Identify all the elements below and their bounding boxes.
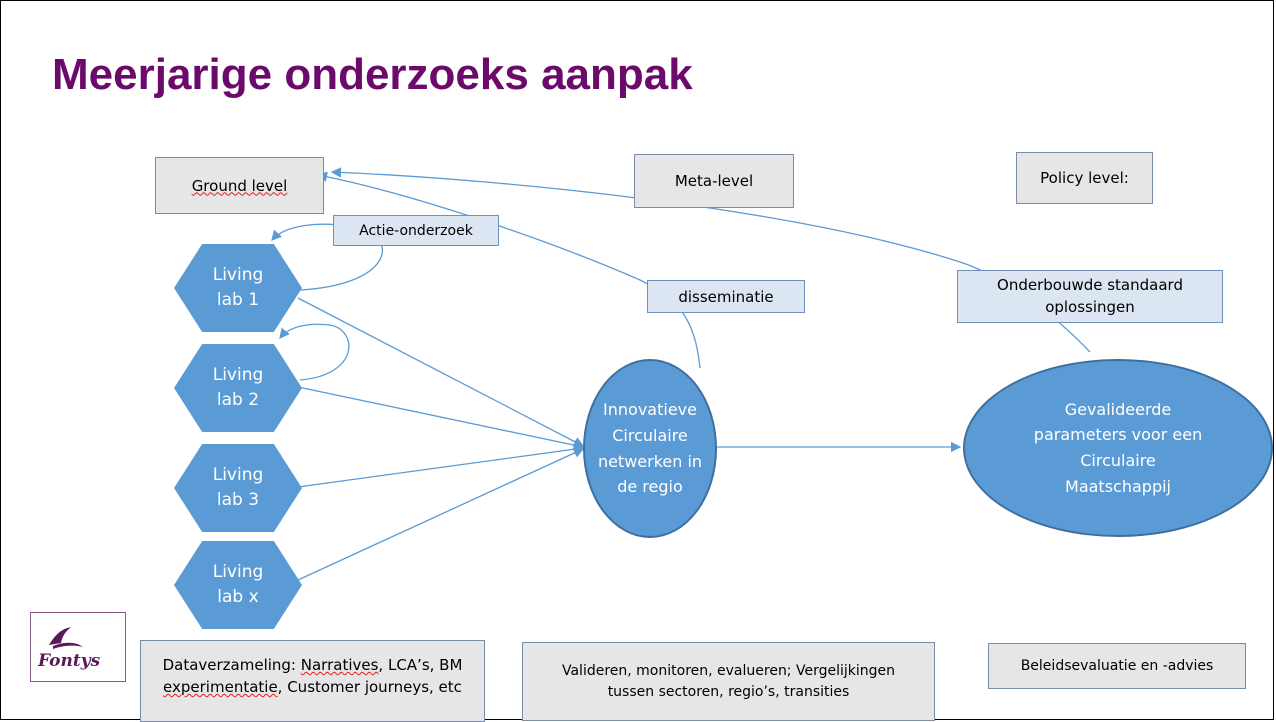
living-lab-2-line1: Living <box>212 364 264 385</box>
actie-onderzoek-label: Actie-onderzoek <box>359 222 473 239</box>
beleidsevaluatie-box: Beleidsevaluatie en -advies <box>988 643 1246 689</box>
onderbouwde-line1: Onderbouwde standaard <box>997 275 1183 294</box>
valideren-line2: tussen sectoren, regio’s, transities <box>607 683 850 700</box>
onderbouwde-line2: oplossingen <box>1045 297 1135 316</box>
disseminatie-box: disseminatie <box>647 280 805 313</box>
meta-level-box: Meta-level <box>634 154 794 208</box>
innovatieve-netwerken-ellipse: Innovatieve Circulaire netwerken in de r… <box>583 359 717 538</box>
narratives-text: Narratives <box>300 656 379 674</box>
innovatieve-line4: de regio <box>617 477 683 497</box>
lab3-to-network-arrow <box>297 444 585 488</box>
dataverzameling-box: Dataverzameling: Narratives, LCA’s, BM e… <box>140 640 485 722</box>
living-lab-x-line2: lab x <box>217 587 259 607</box>
living-lab-1-line2: lab 1 <box>216 290 260 310</box>
fontys-logo: Fontys <box>30 612 126 682</box>
experimentatie-text: experimentatie <box>163 677 278 696</box>
valideren-box: Valideren, monitoren, evalueren; Vergeli… <box>522 642 935 721</box>
dataverzameling-line1: Dataverzameling: Narratives, LCA’s, BM <box>162 656 463 674</box>
gevalideerde-parameters-ellipse: Gevalideerde parameters voor een Circula… <box>963 359 1273 537</box>
living-lab-x-line1: Living <box>212 561 264 582</box>
policy-level-label: Policy level: <box>1040 169 1129 187</box>
policy-level-box: Policy level: <box>1016 152 1153 204</box>
dissemination-curve-arrow <box>316 171 701 369</box>
onderbouwde-box: Onderbouwde standaard oplossingen <box>957 270 1223 323</box>
ground-level-box: Ground level <box>155 157 324 214</box>
lab2-self-loop-arrow <box>279 323 350 381</box>
fontys-swoosh-icon <box>49 627 83 649</box>
innovatieve-line3: netwerken in <box>597 451 703 471</box>
gevalideerde-line2: parameters voor een <box>1033 425 1203 445</box>
living-lab-3-line2: lab 3 <box>216 490 260 510</box>
innovatieve-line2: Circulaire <box>612 425 688 445</box>
disseminatie-label: disseminatie <box>678 287 774 306</box>
living-lab-2-line2: lab 2 <box>216 390 260 410</box>
living-lab-1: Living lab 1 <box>174 244 302 332</box>
living-lab-3-line1: Living <box>212 464 264 485</box>
lab1-to-network-arrow <box>297 297 585 447</box>
living-lab-1-line1: Living <box>212 264 264 285</box>
beleidsevaluatie-label: Beleidsevaluatie en -advies <box>1020 658 1214 674</box>
living-lab-x: Living lab x <box>174 541 302 629</box>
valideren-line1: Valideren, monitoren, evalueren; Vergeli… <box>561 662 896 679</box>
gevalideerde-line4: Maatschappij <box>1065 476 1171 496</box>
gevalideerde-line1: Gevalideerde <box>1064 399 1172 419</box>
actie-onderzoek-box: Actie-onderzoek <box>333 215 499 246</box>
living-lab-3: Living lab 3 <box>174 444 302 532</box>
gevalideerde-line3: Circulaire <box>1080 451 1156 470</box>
lab2-to-network-arrow <box>297 386 585 451</box>
meta-level-label: Meta-level <box>674 172 754 190</box>
ground-level-label: Ground level <box>191 176 288 195</box>
innovatieve-line1: Innovatieve <box>603 400 697 420</box>
page-title: Meerjarige onderzoeks aanpak <box>52 50 693 99</box>
dataverzameling-line2: experimentatie, Customer journeys, etc <box>163 677 462 696</box>
fontys-logo-text: Fontys <box>38 651 101 671</box>
labx-to-network-arrow <box>297 448 585 581</box>
living-lab-2: Living lab 2 <box>174 344 302 432</box>
